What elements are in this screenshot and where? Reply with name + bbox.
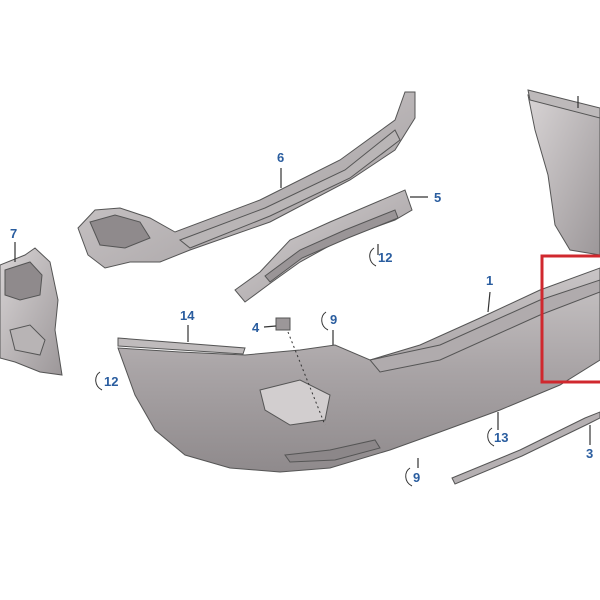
fastener-bracket-13	[487, 427, 495, 447]
reinforcement-bar-part-6	[77, 91, 416, 269]
callout-13: 13	[494, 430, 508, 445]
callout-9-lower: 9	[413, 470, 420, 485]
bumper-cover-part-1	[117, 267, 600, 473]
callout-7: 7	[10, 226, 17, 241]
fender-panel	[527, 89, 600, 256]
callout-1: 1	[486, 273, 493, 288]
side-bracket-part-7	[0, 247, 63, 376]
highlight-box	[540, 254, 600, 384]
trim-strip-part-3	[451, 411, 600, 485]
leader-line-4	[263, 325, 277, 328]
callout-12-lower: 12	[104, 374, 118, 389]
callout-6: 6	[277, 150, 284, 165]
callout-9-upper: 9	[330, 312, 337, 327]
callout-14: 14	[180, 308, 195, 323]
leader-line-1	[487, 291, 491, 313]
callout-5: 5	[434, 190, 441, 205]
fastener-bracket-12a	[369, 247, 377, 267]
callout-12-upper: 12	[378, 250, 392, 265]
fastener-bracket-9b	[405, 467, 413, 487]
callout-4: 4	[252, 320, 260, 335]
fastener-bracket-12b	[95, 371, 103, 391]
fastener-bracket-9a	[321, 311, 329, 331]
callout-3: 3	[586, 446, 593, 461]
energy-absorber-part-5	[234, 189, 413, 303]
clip-part-4	[275, 317, 291, 331]
dashed-line-clip	[287, 331, 326, 426]
